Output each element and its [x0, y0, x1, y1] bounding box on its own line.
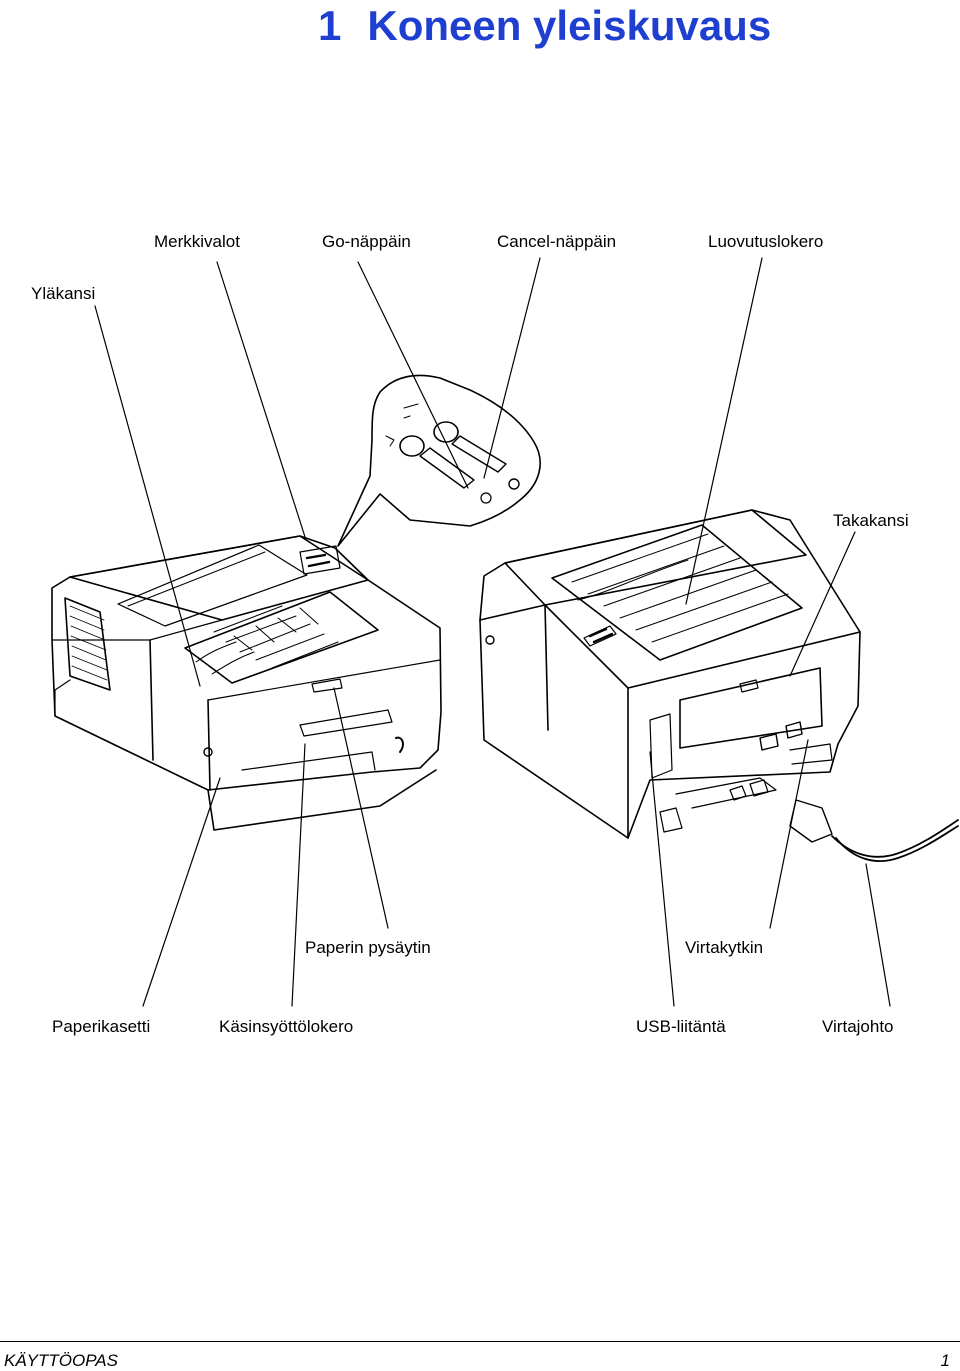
page-number: 1 [940, 1351, 950, 1370]
footer-rule [0, 1341, 960, 1342]
label-paperin-pysaytin: Paperin pysäytin [305, 938, 431, 957]
label-cancel-nappain: Cancel-näppäin [497, 232, 617, 251]
label-takakansi: Takakansi [833, 511, 909, 530]
label-luovutuslokero: Luovutuslokero [708, 232, 824, 251]
label-ylakansi: Yläkansi [31, 284, 96, 303]
page-heading: 1 Koneen yleiskuvaus [318, 2, 771, 50]
label-merkkivalot: Merkkivalot [154, 232, 240, 251]
label-kasinsyottolokero: Käsinsyöttölokero [219, 1017, 354, 1036]
label-usb-liitanta: USB-liitäntä [636, 1017, 726, 1036]
rear-printer [479, 509, 959, 862]
label-go-nappain: Go-näppäin [322, 232, 411, 251]
footer-title: KÄYTTÖOPAS [4, 1351, 118, 1370]
label-virtakytkin: Virtakytkin [685, 938, 764, 957]
label-paperikasetti: Paperikasetti [52, 1017, 151, 1036]
chapter-number: 1 [318, 2, 342, 49]
leader-lines [94, 257, 891, 1007]
front-printer [51, 535, 442, 831]
chapter-title: Koneen yleiskuvaus [367, 2, 772, 49]
control-panel-zoom [337, 374, 541, 547]
label-virtajohto: Virtajohto [822, 1017, 894, 1036]
